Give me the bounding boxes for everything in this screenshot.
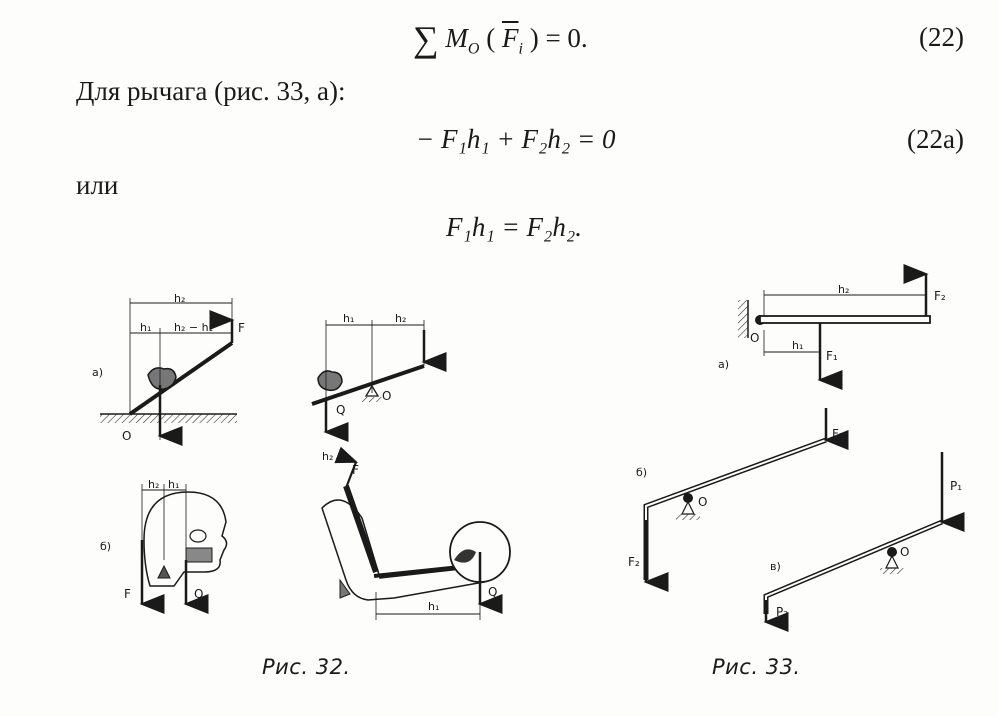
paren-open: ( [486, 23, 496, 53]
force-symbol: F [501, 23, 519, 53]
equation-22a: − F₁h₁ + F₂h₂ = 0 [416, 124, 616, 154]
fig33-b-label: б) [636, 466, 647, 479]
stone-shape [147, 367, 177, 390]
fig33b-O-label: O [698, 495, 707, 509]
fig33c-P2-label: P₂ [776, 605, 788, 619]
fig32-Q-label-2: Q [336, 403, 345, 417]
fig32-b-skull-diagram: h₂ h₁ F Q б) [100, 478, 228, 614]
fig33a-O-label: O [750, 331, 759, 345]
fig33c-O-label: O [900, 545, 909, 559]
fig32-a-label: а) [92, 366, 103, 379]
lever-bar-2 [311, 364, 425, 406]
fig33-a-label: а) [718, 358, 729, 371]
moment-subscript: O [467, 40, 480, 58]
moment-symbol: M [445, 23, 468, 53]
fig33-c-diagram: P₁ P₂ O в) [763, 452, 965, 632]
bent-lever-b [643, 437, 827, 580]
horizontal-lever [759, 315, 931, 324]
equation-22: ∑ MO ( Fi ) = 0. [413, 18, 588, 60]
paren-close: ) [529, 23, 539, 53]
fig32a-h1-label: h₁ [140, 321, 151, 334]
fig32-arm-Q-label: Q [488, 585, 497, 599]
lever-intro-text: Для рычага (рис. 33, а): [76, 76, 346, 106]
fig32-arm-h1-label: h₁ [428, 600, 439, 613]
fig33-b-diagram: F₁ F₂ O б) [628, 408, 849, 592]
equation-final: F₁h₁ = F₂h₂. [446, 212, 583, 242]
fig33a-h2-label: h₂ [838, 283, 849, 296]
fig32-a-diagram: h₂ h₁ h₂ − h₁ F O Q а) [92, 292, 245, 446]
equation-22-number: (22) [919, 22, 964, 52]
fig33a-h1-label: h₁ [792, 339, 803, 352]
fig32-arm-h2-label: h₂ [322, 450, 333, 463]
sum-symbol: ∑ [413, 19, 439, 59]
lever-bar [128, 341, 234, 416]
jaw-shape [185, 547, 213, 563]
fig32-h1-label: h₁ [343, 312, 354, 325]
equals-zero: = 0. [545, 23, 588, 53]
fig33b-F2-label: F₂ [628, 555, 640, 569]
ground-hatch [100, 414, 237, 423]
equation-22a-number: (22а) [907, 124, 964, 154]
fig33b-F1-label: F₁ [832, 427, 844, 441]
bent-lever-c [763, 519, 943, 614]
fig33a-F1-label: F₁ [826, 349, 838, 363]
fig32-b-label: б) [100, 540, 111, 553]
fig33c-P1-label: P₁ [950, 479, 962, 493]
fig32-h2-label: h₂ [395, 312, 406, 325]
fig32-O-label-2: O [382, 389, 391, 403]
fig32a-F-label: F [238, 321, 245, 335]
fig32b-h2-label: h₂ [148, 478, 159, 491]
fig32-arm-diagram: h₂ F h₁ Q [321, 446, 511, 620]
fig33-c-label: в) [770, 560, 781, 573]
figure33-caption: Рис. 33. [712, 655, 801, 679]
fig32-lever-diagram: h₁ h₂ Q O [311, 312, 447, 442]
fig32b-F-label: F [124, 587, 131, 601]
fig32-arm-F-label: F [352, 463, 359, 477]
fig32a-h2-h1-label: h₂ − h₁ [174, 321, 213, 334]
force-subscript: i [518, 40, 523, 58]
fig33a-F2-label: F₂ [934, 289, 946, 303]
fig33-a-diagram: h₂ h₁ F₂ F₁ O а) [718, 264, 946, 390]
or-word: или [76, 170, 119, 200]
fig32b-h1-label: h₁ [168, 478, 179, 491]
fig32a-h2-label: h₂ [174, 292, 185, 305]
fig32a-O-label: O [122, 429, 131, 443]
figure32-caption: Рис. 32. [262, 655, 351, 679]
fig32b-Q-label: Q [194, 587, 203, 601]
fig32a-Q-label: Q [168, 429, 177, 443]
stone-shape-2 [317, 370, 343, 392]
